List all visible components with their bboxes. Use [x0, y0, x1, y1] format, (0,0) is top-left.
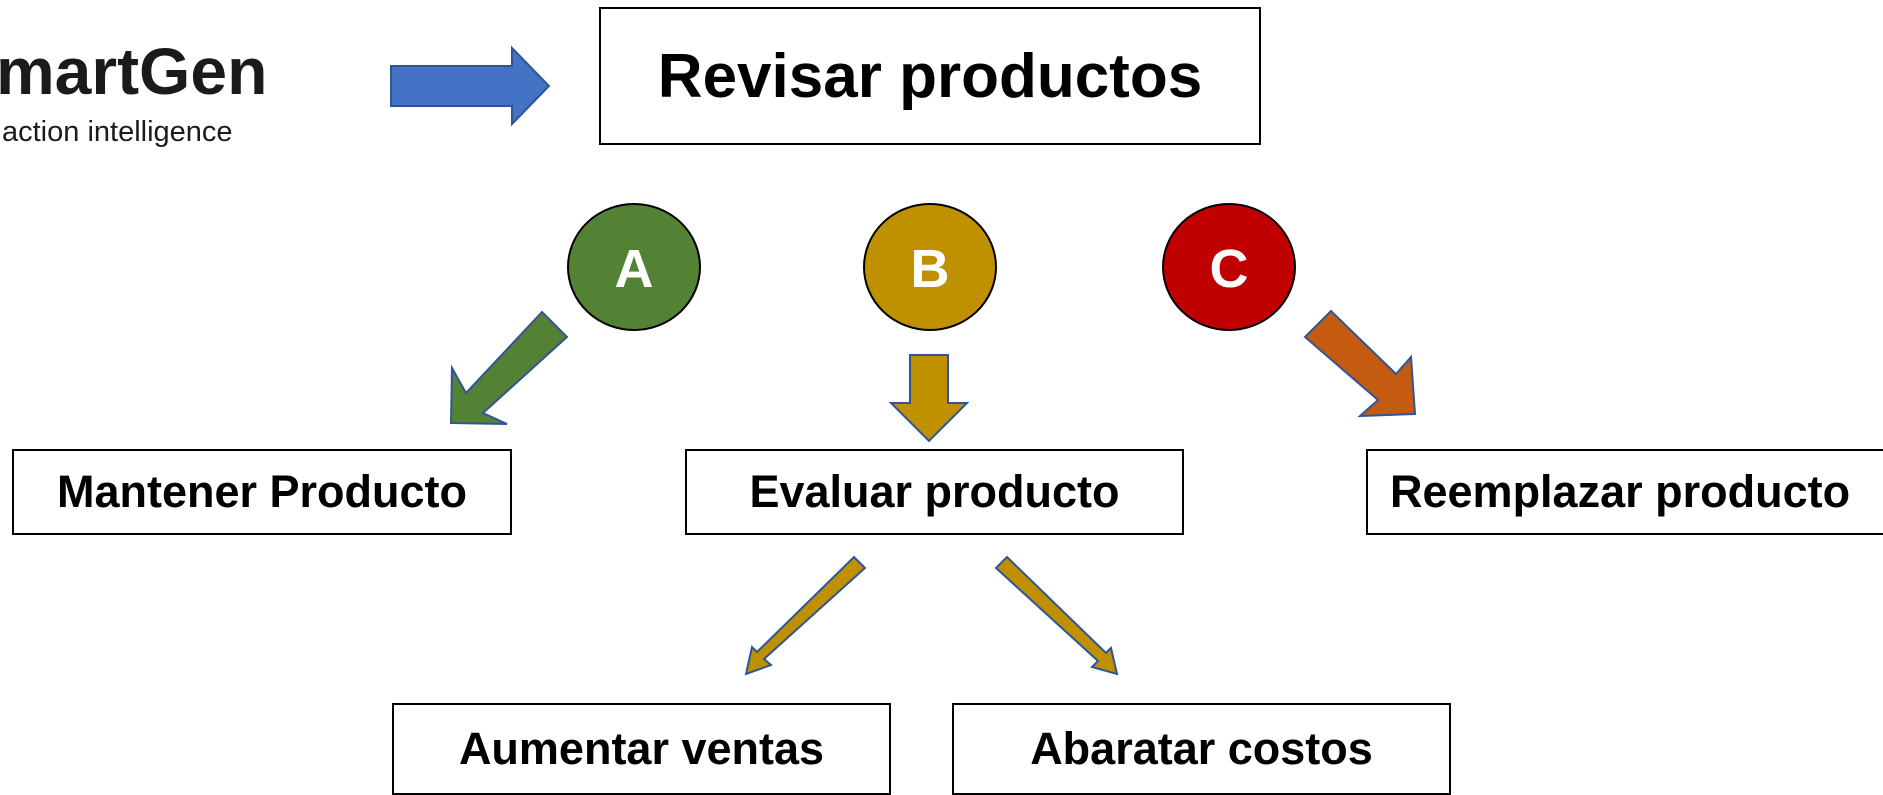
outcome-box-evaluate: Evaluar producto	[685, 449, 1184, 535]
circle-c: C	[1162, 203, 1296, 331]
sub-outcome-box-sales: Aumentar ventas	[392, 703, 891, 795]
arrow-a-down-left-icon	[449, 310, 569, 425]
sub-outcome-sales-label: Aumentar ventas	[458, 723, 825, 774]
right-arrow-icon	[390, 45, 551, 127]
circle-b-letter: B	[911, 239, 950, 299]
arrow-b-down-icon	[888, 354, 970, 443]
main-box-label: Revisar productos	[657, 41, 1203, 111]
sub-outcome-box-costs: Abaratar costos	[952, 703, 1451, 795]
outcome-keep-label: Mantener Producto	[56, 466, 468, 517]
sub-outcome-costs-label: Abaratar costos	[1030, 723, 1373, 774]
outcome-replace-label: Reemplazar producto	[1390, 466, 1851, 517]
logo-subtitle: action intelligence	[2, 116, 233, 148]
main-box: Revisar productos	[599, 7, 1261, 145]
outcome-box-replace: Reemplazar producto	[1366, 449, 1883, 535]
logo-title: martGen	[0, 34, 268, 108]
arrow-eval-down-right-icon	[994, 555, 1119, 676]
circle-b: B	[863, 203, 997, 331]
circle-a: A	[567, 203, 701, 331]
arrow-c-down-right-icon	[1303, 309, 1417, 418]
circle-c-shape	[1162, 203, 1296, 331]
circle-a-letter: A	[615, 239, 654, 299]
outcome-box-keep: Mantener Producto	[12, 449, 512, 535]
circle-a-shape	[567, 203, 701, 331]
outcome-evaluate-label: Evaluar producto	[749, 466, 1120, 517]
circle-b-shape	[863, 203, 997, 331]
circle-c-letter: C	[1210, 239, 1249, 299]
arrow-eval-down-left-icon	[744, 555, 867, 676]
